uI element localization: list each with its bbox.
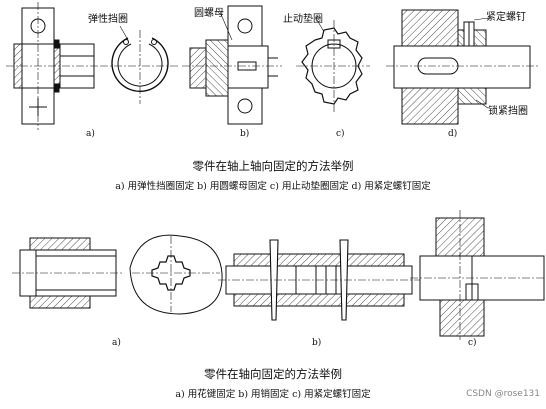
callout-circlip: 弹性挡圈 [88,12,128,25]
fig1-panel-a-drawing [6,2,100,130]
callout-locking-ring: 锁紧挡圈 [488,104,528,117]
fig1-panel-d-drawing [386,9,540,125]
figure2-subtitle: a) 用花键固定 b) 用销固定 c) 用紧定螺钉固定 [175,389,371,400]
callout-set-screw: 紧定螺钉 [486,10,526,23]
fig2-panel-a-drawing [12,234,223,315]
figure1-title: 零件在轴上轴向固定的方法举例 [192,159,354,173]
fig1-label-a: a) [86,128,95,139]
fig1-label-d: d) [448,128,457,139]
callout-stop-washer: 止动垫圈 [283,12,323,25]
fig1-label-b: b) [240,128,249,139]
fig2-panel-b-drawing [218,239,420,321]
figure1-subtitle: a) 用弹性挡圈固定 b) 用圆螺母固定 c) 用止动垫圈固定 d) 用紧定螺钉… [115,181,431,192]
callout-round-nut: 圆螺母 [194,7,224,19]
fig2-panel-c-drawing [410,210,545,340]
circlip-ring-drawing [100,25,180,104]
stop-washer-drawing [296,17,370,112]
fig2-label-c: c) [468,337,477,348]
figure2-title: 零件在轴向固定的方法举例 [204,367,342,381]
watermark: CSDN @rose131 [466,389,540,399]
fig2-label-b: b) [312,337,321,348]
fig2-label-a: a) [112,337,121,348]
fig1-label-c: c) [336,128,345,139]
fig1-panel-b-drawing [182,5,282,125]
